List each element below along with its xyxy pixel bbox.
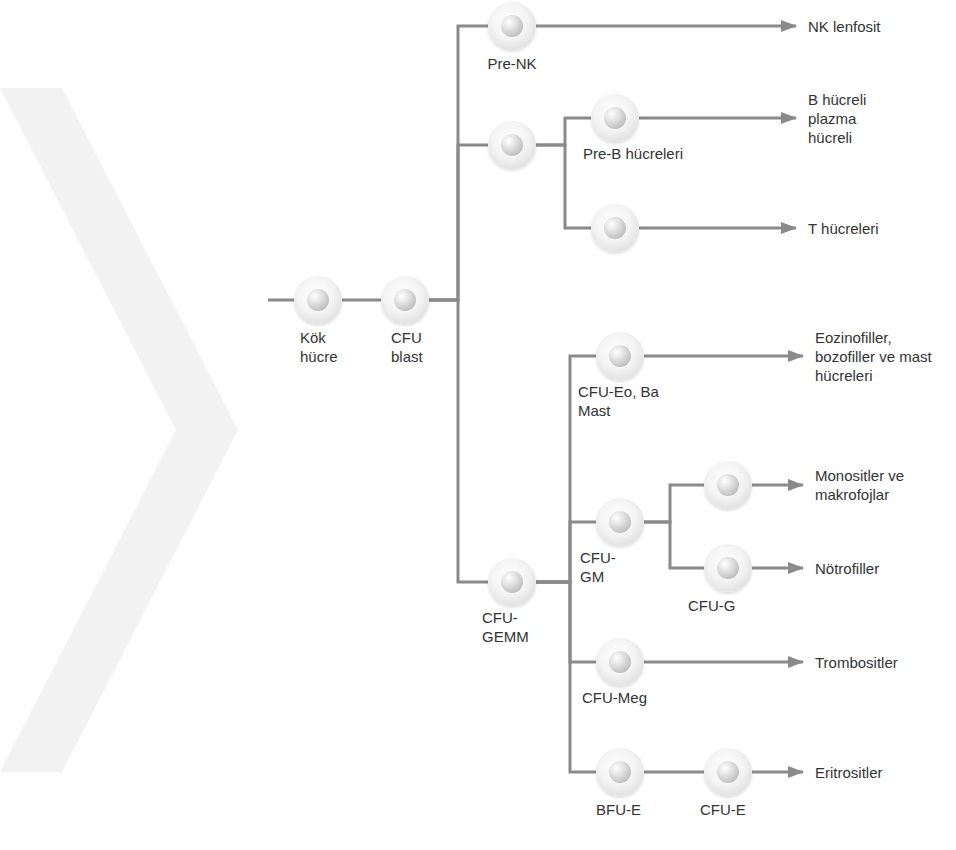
cell-circle — [488, 558, 536, 606]
lineage-connector — [536, 25, 796, 28]
watermark-chevron — [0, 88, 238, 772]
cell-type-text: Eritrositler — [815, 763, 935, 782]
cell-node: Kök hücre — [294, 276, 342, 324]
cell-label: BFU-E — [596, 800, 666, 819]
cell-type-label: T hücreleri — [808, 219, 928, 238]
cell-type-text: Trombositler — [815, 653, 935, 672]
lead-line — [268, 299, 294, 302]
lineage-connector — [639, 227, 796, 230]
lineage-connector — [429, 145, 488, 300]
lineage-connector — [342, 299, 381, 302]
lineage-connector — [536, 582, 596, 772]
cell-node: CFU-Meg — [596, 638, 644, 686]
cell-type-label: NK lenfosit — [808, 17, 928, 36]
lineage-connector — [536, 118, 591, 145]
cell-type-text: NK lenfosit — [808, 17, 928, 36]
lineage-connector — [644, 661, 803, 664]
cell-type-label: Nötrofiller — [815, 559, 925, 578]
lineage-connector — [644, 522, 704, 568]
cell-node: CFU-G — [704, 544, 752, 592]
cell-label: CFU-G — [688, 596, 768, 615]
cell-type-label: B hücreli plazma hücreli — [808, 90, 888, 147]
cell-label: CFU blast — [391, 328, 435, 366]
lineage-connector — [644, 355, 803, 358]
cell-type-label: Eritrositler — [815, 763, 935, 782]
cell-node: BFU-E — [596, 748, 644, 796]
cell-node: CFU- GM — [596, 498, 644, 546]
cell-label: CFU-E — [700, 800, 770, 819]
cell-node: CFU blast — [381, 276, 429, 324]
cell-node — [704, 461, 752, 509]
cell-label: CFU- GM — [580, 548, 626, 586]
cell-type-label: Trombositler — [815, 653, 935, 672]
cell-node: Pre-B hücreleri — [591, 94, 639, 142]
cell-circle — [596, 332, 644, 380]
cell-label: CFU- GEMM — [482, 608, 534, 646]
cell-circle — [381, 276, 429, 324]
lineage-connector — [752, 567, 803, 570]
lineage-connector — [752, 771, 803, 774]
cell-circle — [704, 461, 752, 509]
lineage-connector — [429, 26, 488, 300]
cell-label: Pre-NK — [472, 54, 552, 73]
cell-label: CFU-Meg — [582, 688, 672, 707]
cell-node — [488, 121, 536, 169]
lineage-connector — [639, 117, 796, 120]
cell-circle — [488, 121, 536, 169]
cell-node: CFU- GEMM — [488, 558, 536, 606]
cell-circle — [596, 748, 644, 796]
lineage-connector — [536, 145, 591, 228]
cell-circle — [704, 748, 752, 796]
cell-type-label: Monositler ve makrofojlar — [815, 466, 925, 504]
lineage-connector — [536, 582, 596, 662]
cell-node — [591, 204, 639, 252]
cell-type-text: Nötrofiller — [815, 559, 925, 578]
cell-type-text: T hücreleri — [808, 219, 928, 238]
cell-circle — [591, 204, 639, 252]
cell-node: Pre-NK — [488, 2, 536, 50]
cell-type-text: B hücreli plazma hücreli — [808, 90, 888, 147]
cell-circle — [704, 544, 752, 592]
cell-type-text: Eozinofiller, bozofiller ve mast hücrele… — [815, 328, 933, 385]
cell-circle — [294, 276, 342, 324]
cell-node: CFU-Eo, Ba Mast — [596, 332, 644, 380]
cell-circle — [591, 94, 639, 142]
cell-circle — [488, 2, 536, 50]
lineage-connector — [429, 300, 488, 582]
cell-label: CFU-Eo, Ba Mast — [578, 382, 670, 420]
lineage-connector — [752, 484, 803, 487]
cell-type-label: Eozinofiller, bozofiller ve mast hücrele… — [815, 328, 933, 385]
cell-circle — [596, 638, 644, 686]
lineage-connector — [644, 771, 704, 774]
cell-circle — [596, 498, 644, 546]
cell-type-text: Monositler ve makrofojlar — [815, 466, 925, 504]
lineage-connector — [644, 485, 704, 522]
cell-label: Kök hücre — [300, 328, 344, 366]
cell-label: Pre-B hücreleri — [583, 144, 713, 163]
cell-node: CFU-E — [704, 748, 752, 796]
